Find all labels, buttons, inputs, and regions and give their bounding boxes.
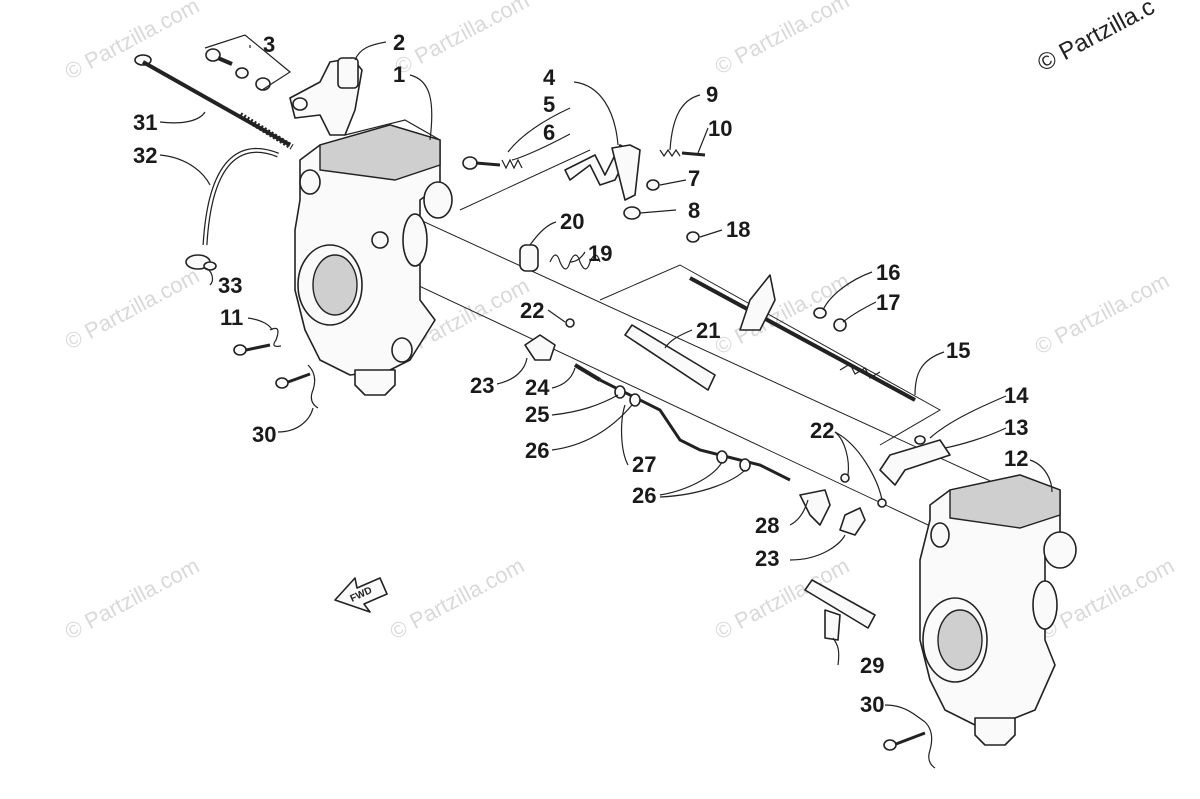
callout-13: 13 bbox=[1004, 415, 1028, 440]
hose-clamp bbox=[185, 254, 217, 271]
callout-23-right: 23 bbox=[755, 546, 779, 571]
callout-25: 25 bbox=[525, 402, 549, 427]
carburetor-left bbox=[294, 119, 453, 396]
vent-hose-inner bbox=[203, 149, 279, 246]
screw-8 bbox=[623, 206, 641, 220]
callout-31: 31 bbox=[133, 110, 157, 135]
callout-20: 20 bbox=[560, 209, 584, 234]
callout-4: 4 bbox=[543, 65, 556, 90]
clip-23-left bbox=[524, 334, 556, 361]
screw-washer-set bbox=[204, 34, 292, 91]
idle-screw bbox=[462, 156, 523, 170]
fasteners-left bbox=[233, 327, 319, 409]
callout-26-right: 26 bbox=[632, 483, 656, 508]
callout-32: 32 bbox=[133, 143, 157, 168]
return-spring-19 bbox=[549, 254, 601, 270]
cable-bracket-13 bbox=[879, 439, 951, 486]
watermark: © Partzilla.com bbox=[61, 263, 204, 355]
callout-1: 1 bbox=[393, 62, 405, 87]
callout-27: 27 bbox=[632, 452, 656, 477]
callout-24: 24 bbox=[525, 375, 550, 400]
leader-lines bbox=[159, 41, 1053, 723]
callout-3: 3 bbox=[263, 32, 275, 57]
screw-18 bbox=[686, 231, 700, 243]
callout-16: 16 bbox=[876, 260, 900, 285]
callout-12: 12 bbox=[1004, 446, 1028, 471]
tee-fitting bbox=[804, 579, 876, 641]
callout-labels: 1 2 3 4 5 6 7 8 9 10 11 12 13 14 15 16 1… bbox=[133, 30, 1029, 717]
forward-arrow-icon: FWD bbox=[334, 577, 388, 613]
callout-33: 33 bbox=[218, 273, 242, 298]
callout-30-left: 30 bbox=[252, 422, 276, 447]
callout-9: 9 bbox=[706, 82, 718, 107]
callout-18: 18 bbox=[726, 217, 750, 242]
screw-22-right-b bbox=[877, 498, 887, 508]
clip-23-right bbox=[839, 507, 866, 536]
callout-17: 17 bbox=[876, 290, 900, 315]
copyright-label: © Partzilla.c bbox=[1033, 0, 1159, 77]
callout-22-right: 22 bbox=[810, 418, 834, 443]
watermark: © Partzilla.com bbox=[1031, 268, 1174, 360]
callout-22-left: 22 bbox=[520, 298, 544, 323]
watermark: © Partzilla.com bbox=[61, 553, 204, 645]
throttle-cable-bracket bbox=[289, 57, 363, 136]
screw-16 bbox=[813, 307, 827, 319]
vent-hose bbox=[202, 148, 279, 246]
callout-28: 28 bbox=[755, 513, 779, 538]
fasteners-right bbox=[883, 721, 936, 769]
screw-22-left bbox=[565, 318, 575, 328]
callout-30-right: 30 bbox=[860, 692, 884, 717]
tube-21 bbox=[624, 324, 716, 391]
callout-29: 29 bbox=[860, 653, 884, 678]
callout-2: 2 bbox=[393, 30, 405, 55]
watermark: © Partzilla.com bbox=[711, 268, 854, 360]
screw-10 bbox=[681, 151, 706, 157]
callout-10: 10 bbox=[708, 116, 732, 141]
screw-22-right-a bbox=[840, 473, 850, 483]
callout-23-left: 23 bbox=[470, 373, 494, 398]
callout-21: 21 bbox=[696, 318, 720, 343]
callout-11: 11 bbox=[220, 305, 243, 330]
throttle-shaft bbox=[689, 274, 916, 402]
callout-6: 6 bbox=[543, 120, 555, 145]
watermark: © Partzilla.com bbox=[711, 0, 854, 79]
callout-19: 19 bbox=[588, 241, 612, 266]
watermark: © Partzilla.com bbox=[61, 0, 204, 84]
throttle-arm bbox=[564, 144, 641, 201]
watermark: © Partzilla.com bbox=[386, 553, 529, 645]
watermark: © Partzilla.com bbox=[391, 0, 534, 79]
callout-8: 8 bbox=[688, 198, 700, 223]
callout-5: 5 bbox=[543, 92, 555, 117]
callout-26-left: 26 bbox=[525, 438, 549, 463]
bracket-28 bbox=[799, 489, 831, 526]
screw-14 bbox=[914, 435, 926, 445]
spring-9 bbox=[659, 148, 681, 158]
callout-14: 14 bbox=[1004, 383, 1029, 408]
synchronizer-linkage bbox=[573, 363, 791, 482]
carburetor-right bbox=[919, 474, 1077, 746]
screw-7 bbox=[646, 179, 660, 191]
callout-15: 15 bbox=[946, 338, 970, 363]
long-bolt bbox=[134, 54, 294, 150]
bushing-20 bbox=[519, 244, 539, 272]
callout-7: 7 bbox=[688, 166, 700, 191]
